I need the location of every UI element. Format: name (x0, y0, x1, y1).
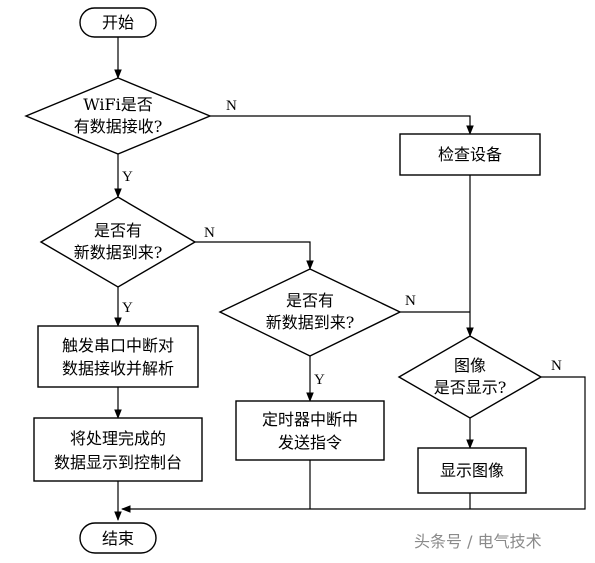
timer-interrupt-line-2: 发送指令 (278, 433, 342, 452)
image-decision-line-2: 是否显示? (434, 378, 507, 397)
arrow-wifi-no (210, 115, 474, 135)
timer-interrupt-box: 定时器中断中 发送指令 (235, 400, 385, 461)
check-device-box: 检查设备 (399, 133, 541, 176)
new-data-2-yes-label: Y (314, 372, 325, 388)
wifi-no-label: N (226, 98, 237, 114)
timer-interrupt-line-1: 定时器中断中 (262, 410, 358, 429)
display-image-label: 显示图像 (440, 461, 504, 480)
new-data-2-line-1: 是否有 (286, 291, 334, 310)
start-label: 开始 (102, 13, 134, 32)
display-console-line-1: 将处理完成的 (70, 429, 166, 448)
image-decision: 图像 是否显示? (397, 335, 543, 419)
wifi-decision-line-1: WiFi是否 (83, 95, 153, 114)
wifi-yes-label: Y (122, 169, 133, 185)
new-data-1-line-1: 是否有 (94, 221, 142, 240)
new-data-1-no-label: N (204, 225, 215, 241)
wifi-decision-line-2: 有数据接收? (74, 117, 163, 136)
end-node: 结束 (79, 522, 157, 554)
display-console-line-2: 数据显示到控制台 (54, 453, 182, 472)
image-decision-line-1: 图像 (454, 356, 486, 375)
new-data-2-no-label: N (405, 293, 416, 309)
image-no-label: N (551, 358, 562, 374)
watermark-text: 头条号 / 电气技术 (414, 532, 542, 551)
display-image-box: 显示图像 (417, 447, 527, 494)
serial-interrupt-line-1: 触发串口中断对 (62, 336, 174, 355)
wifi-decision: WiFi是否 有数据接收? (24, 77, 212, 155)
arrow-newdata1-no (195, 241, 314, 270)
start-node: 开始 (79, 7, 157, 38)
new-data-1-line-2: 新数据到来? (74, 243, 163, 262)
display-console-box: 将处理完成的 数据显示到控制台 (33, 417, 203, 482)
end-label: 结束 (102, 529, 134, 548)
arrow-image-no (121, 376, 586, 513)
connectors (114, 37, 586, 521)
new-data-decision-2: 是否有 新数据到来? (218, 268, 402, 357)
new-data-1-yes-label: Y (122, 300, 133, 316)
new-data-2-line-2: 新数据到来? (266, 313, 355, 332)
new-data-decision-1: 是否有 新数据到来? (39, 196, 197, 288)
serial-interrupt-box: 触发串口中断对 数据接收并解析 (37, 325, 199, 388)
check-device-label: 检查设备 (438, 145, 502, 164)
serial-interrupt-line-2: 数据接收并解析 (62, 359, 174, 378)
